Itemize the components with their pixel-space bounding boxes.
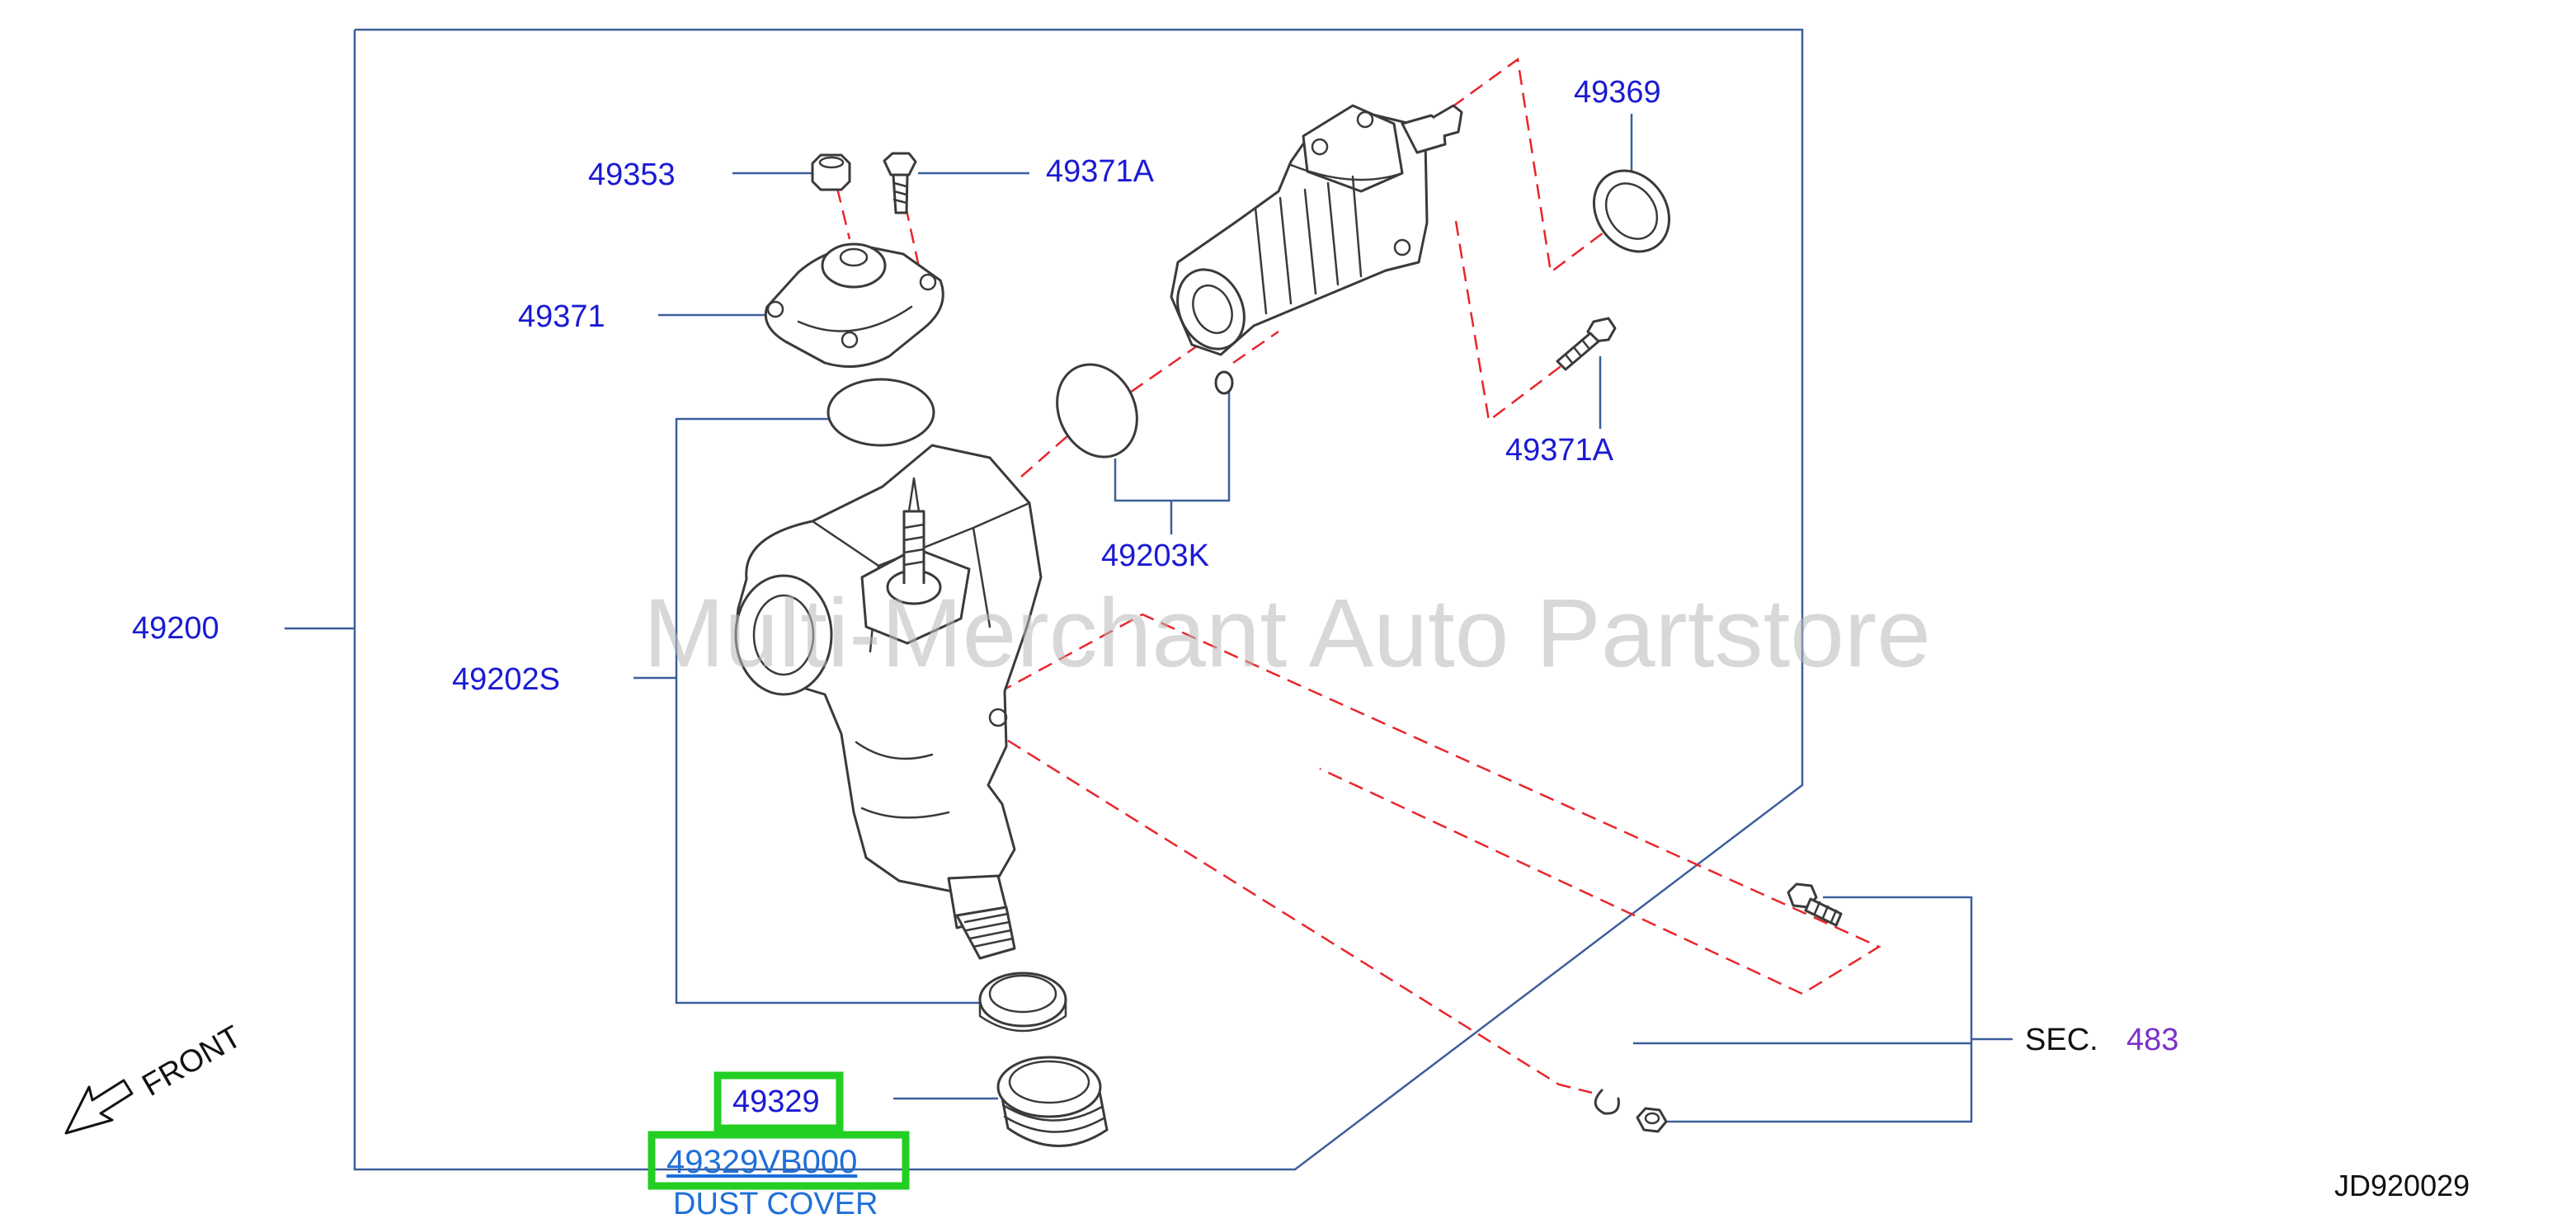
callout-49200[interactable]: 49200 <box>132 611 219 646</box>
callout-49353[interactable]: 49353 <box>588 158 676 192</box>
leader-lines <box>285 114 2013 1123</box>
callout-49203k[interactable]: 49203K <box>1101 539 1209 573</box>
front-arrow-icon <box>64 1079 134 1135</box>
o-ring-49203k-small <box>1214 370 1234 395</box>
highlight-box-49329 <box>713 1071 844 1132</box>
callout-49329[interactable]: 49329 <box>732 1084 820 1119</box>
section-link-483[interactable]: 483 <box>2126 1023 2178 1057</box>
watermark: Multi-Merchant Auto Partstore <box>643 579 1931 688</box>
callout-49371[interactable]: 49371 <box>518 299 605 334</box>
callout-49371a-top[interactable]: 49371A <box>1046 154 1155 189</box>
seal-ring-lower <box>978 972 1067 1033</box>
callout-49202s[interactable]: 49202S <box>452 662 560 697</box>
highlight-box-49329vb000 <box>648 1131 910 1190</box>
cover-plate-49371 <box>764 242 944 368</box>
section-prefix: SEC. <box>2025 1023 2098 1057</box>
callout-49371a-right[interactable]: 49371A <box>1505 433 1614 468</box>
dust-cover-label: DUST COVER <box>673 1187 878 1221</box>
sec-483-clip <box>1594 1089 1620 1115</box>
assembly-frame <box>353 28 1804 1171</box>
dust-cover-49329 <box>996 1056 1109 1147</box>
bolt-49371a-right <box>1556 317 1617 371</box>
exploded-view-lines <box>836 57 1881 1094</box>
control-valve-housing <box>1170 104 1463 356</box>
nut-49353 <box>811 153 851 191</box>
sec-483-bolt <box>1787 882 1843 927</box>
oil-seal-49369 <box>1592 169 1671 253</box>
bolt-49371a-top <box>883 152 917 214</box>
o-ring-49203k-large <box>1056 363 1138 459</box>
diagram-code: JD920029 <box>2334 1169 2470 1202</box>
steering-gear-housing <box>734 444 1043 960</box>
sec-483-nut <box>1636 1107 1668 1133</box>
part-number-link-49329vb000[interactable]: 49329VB000 <box>666 1144 857 1180</box>
front-label: FRONT <box>137 1019 247 1103</box>
gasket-49202s <box>826 378 935 447</box>
callout-49369[interactable]: 49369 <box>1574 75 1661 110</box>
